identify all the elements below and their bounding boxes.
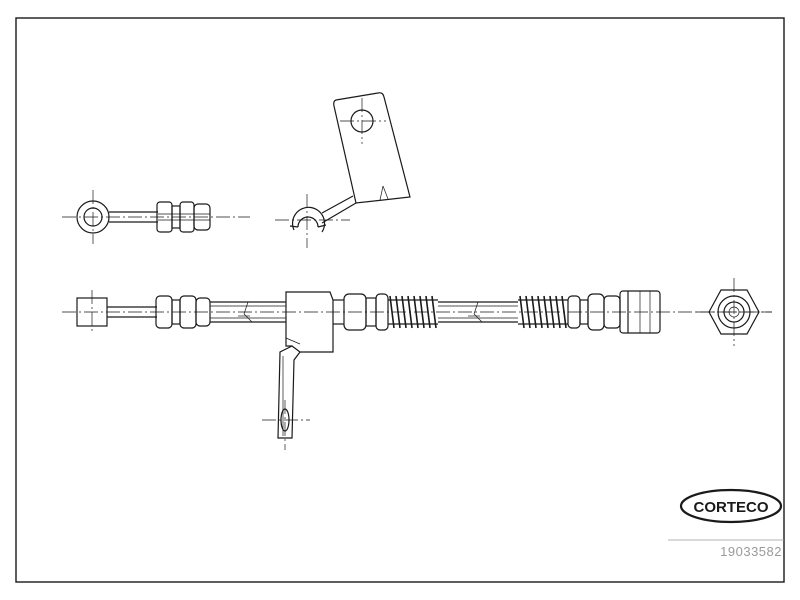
hex-end-view [696,278,772,346]
drawing-frame [15,17,785,583]
bracket-detail [275,92,411,248]
corteco-logo: CORTECO [679,488,783,524]
brake-hose-assembly [62,290,772,450]
part-number: 19033582 [720,544,782,559]
end-fitting-detail [62,190,250,244]
brand-logo-text: CORTECO [694,499,769,516]
